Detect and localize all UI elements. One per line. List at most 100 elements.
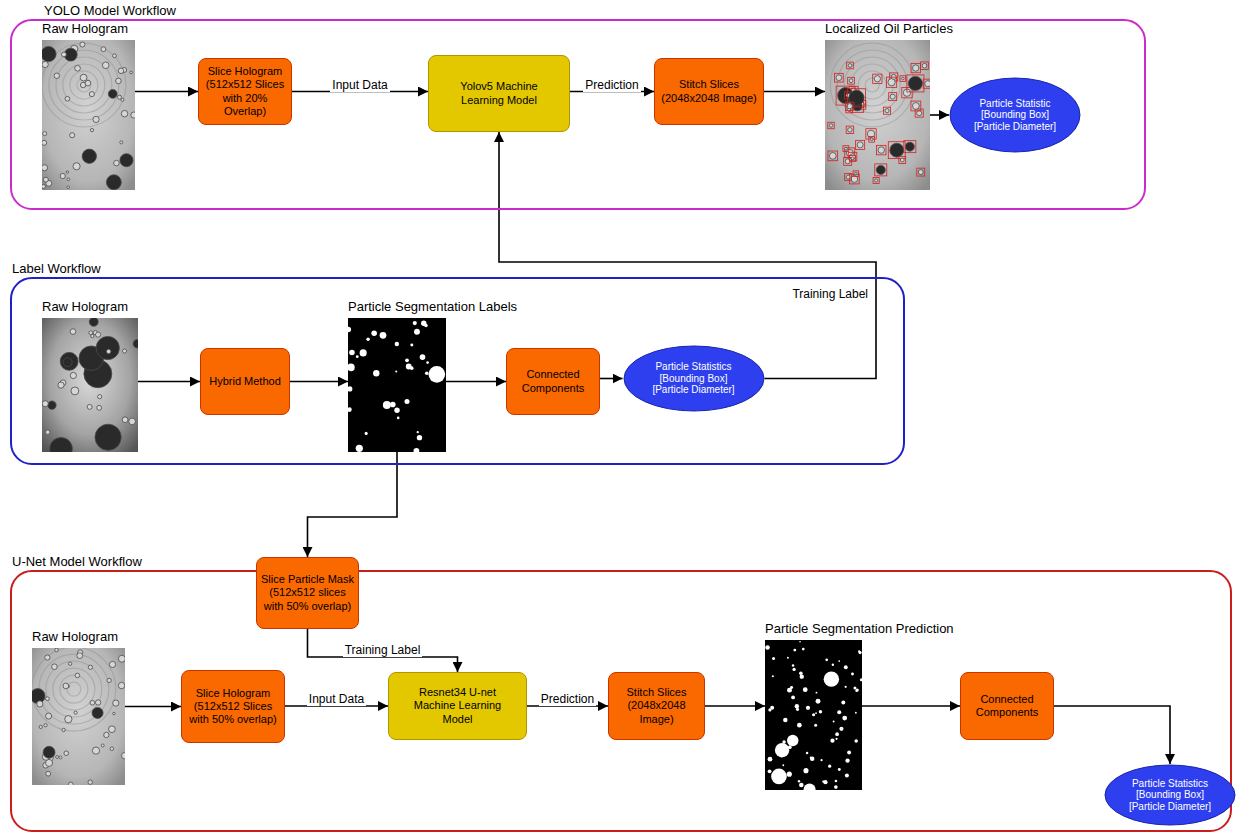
hologram-image: Raw Hologram xyxy=(42,318,138,452)
oil-particle xyxy=(874,76,880,82)
process-box: Slice Hologram (512x512 Slices with 20% … xyxy=(198,58,292,125)
oil-particle xyxy=(133,339,138,348)
bounding-box xyxy=(847,62,854,69)
bounding-box xyxy=(917,168,925,176)
oil-particle xyxy=(70,329,76,335)
oil-particle xyxy=(88,665,92,669)
flow-arrow xyxy=(308,629,458,672)
bounding-box xyxy=(911,101,921,111)
oil-particle xyxy=(68,782,73,785)
edge-label: Training Label xyxy=(790,287,870,301)
workflow-group: YOLO Model WorkflowRaw HologramSlice Hol… xyxy=(10,19,1146,210)
particle-mask xyxy=(799,783,804,788)
oil-particle xyxy=(118,95,122,99)
oil-particle xyxy=(905,142,914,151)
particle-mask xyxy=(768,708,771,711)
oil-particle xyxy=(922,63,927,68)
oil-particle xyxy=(68,662,71,665)
oil-particle xyxy=(85,80,91,86)
bounding-box xyxy=(899,157,906,164)
image-illustration xyxy=(765,640,862,790)
oil-particle xyxy=(90,700,95,705)
bounding-box xyxy=(828,122,834,128)
oil-particle xyxy=(118,655,125,662)
workflow-group: Label WorkflowRaw HologramHybrid MethodP… xyxy=(10,277,905,465)
oil-particle xyxy=(121,110,128,117)
particle-mask xyxy=(787,657,789,659)
fringe-ring xyxy=(42,43,126,127)
oil-particle xyxy=(95,700,100,705)
particle-mask xyxy=(783,718,787,722)
oil-particle xyxy=(60,173,65,178)
particle-mask xyxy=(816,699,821,704)
oil-particle xyxy=(46,771,51,776)
group-title: U-Net Model Workflow xyxy=(12,554,142,569)
oil-particle xyxy=(89,318,98,326)
particle-mask xyxy=(838,768,841,771)
oil-particle xyxy=(77,653,83,659)
particle-mask xyxy=(792,664,794,666)
particle-mask xyxy=(858,651,861,654)
fringe-ring xyxy=(53,668,95,710)
particle-mask xyxy=(845,758,849,762)
particle-mask xyxy=(413,321,417,325)
oil-particle xyxy=(42,165,48,171)
oil-particle xyxy=(50,438,73,452)
particle-mask xyxy=(856,688,859,691)
oil-particle xyxy=(67,178,70,181)
mask-background xyxy=(348,318,446,452)
particle-mask xyxy=(838,660,840,662)
fringe-ring xyxy=(67,682,81,696)
bounding-box xyxy=(853,171,859,177)
process-box: Slice Hologram (512x512 Slices with 50% … xyxy=(181,670,285,743)
particle-mask xyxy=(828,765,831,768)
box-label: Slice Hologram (512x512 Slices with 50% … xyxy=(186,687,280,727)
oil-particle xyxy=(890,94,895,99)
particle-mask xyxy=(366,338,369,341)
oil-particle xyxy=(45,697,49,701)
oil-particle xyxy=(113,712,116,715)
oil-particle xyxy=(875,179,878,182)
particle-mask xyxy=(804,783,816,790)
edge-label: Input Data xyxy=(307,692,366,706)
oil-particle xyxy=(56,756,59,759)
oil-particle xyxy=(122,417,128,423)
oil-particle xyxy=(908,76,922,90)
oil-particle xyxy=(42,184,45,188)
bounding-box xyxy=(911,63,920,72)
fringe-ring xyxy=(60,675,88,703)
bounding-box xyxy=(828,151,838,161)
oil-particle xyxy=(888,79,895,86)
particle-mask xyxy=(833,720,835,722)
particle-mask xyxy=(428,366,445,383)
oil-particle xyxy=(70,133,75,138)
oil-particle xyxy=(836,75,842,81)
oil-particle xyxy=(876,165,885,174)
particle-mask xyxy=(390,402,396,408)
oil-particle xyxy=(63,683,69,689)
oil-particle xyxy=(129,418,136,425)
oil-particle xyxy=(131,112,135,118)
oil-particle xyxy=(89,331,93,335)
oil-particle xyxy=(96,332,101,337)
bounding-box xyxy=(876,145,885,154)
oil-particle xyxy=(62,728,65,731)
image-illustration xyxy=(32,648,125,785)
oil-particle xyxy=(118,68,124,74)
oil-particle xyxy=(106,349,110,353)
bounding-box xyxy=(883,107,890,114)
image-title: Particle Segmentation Labels xyxy=(348,299,517,314)
oil-particle xyxy=(101,47,106,52)
particle-mask xyxy=(349,350,355,356)
oil-particle xyxy=(123,349,127,353)
oil-particle xyxy=(42,401,48,407)
oil-particle xyxy=(65,716,72,723)
particle-mask xyxy=(356,445,363,452)
oil-particle xyxy=(104,732,109,737)
oil-particle xyxy=(61,52,66,57)
oil-particle xyxy=(870,138,873,141)
particle-mask xyxy=(835,732,839,736)
process-box: Slice Particle Mask (512x512 slices with… xyxy=(256,557,359,629)
oil-particle xyxy=(101,744,104,747)
particle-mask xyxy=(800,675,804,679)
